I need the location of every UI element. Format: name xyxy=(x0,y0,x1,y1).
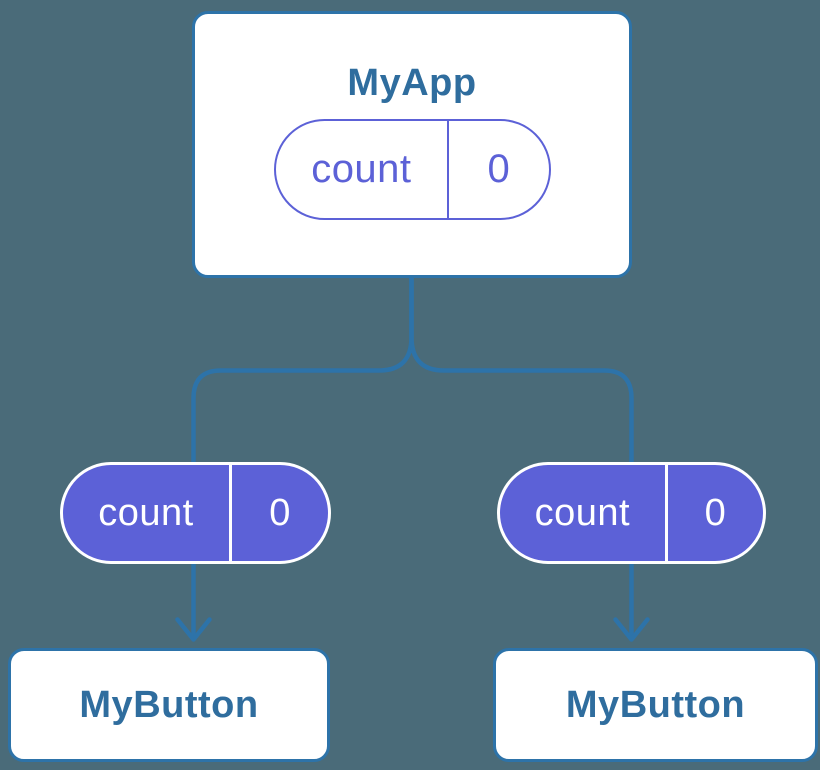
node-mybutton-left: MyButton xyxy=(8,648,330,762)
state-key-label: count xyxy=(276,121,450,218)
prop-pill-right: count 0 xyxy=(497,462,766,564)
node-mybutton-right: MyButton xyxy=(493,648,818,762)
prop-key-label: count xyxy=(63,465,233,561)
prop-value: 0 xyxy=(269,491,291,534)
arrow-head-right xyxy=(613,617,650,642)
node-myapp-title: MyApp xyxy=(347,62,477,104)
branch-line-right xyxy=(409,273,634,639)
state-pill-myapp: count 0 xyxy=(273,119,551,220)
node-myapp: MyApp count 0 xyxy=(192,11,632,278)
arrow-head-left xyxy=(175,617,212,642)
prop-value: 0 xyxy=(704,491,727,534)
state-value: 0 xyxy=(487,147,511,191)
branch-line-left xyxy=(191,273,414,639)
prop-pill-left: count 0 xyxy=(60,462,331,564)
prop-key-label: count xyxy=(500,465,668,561)
